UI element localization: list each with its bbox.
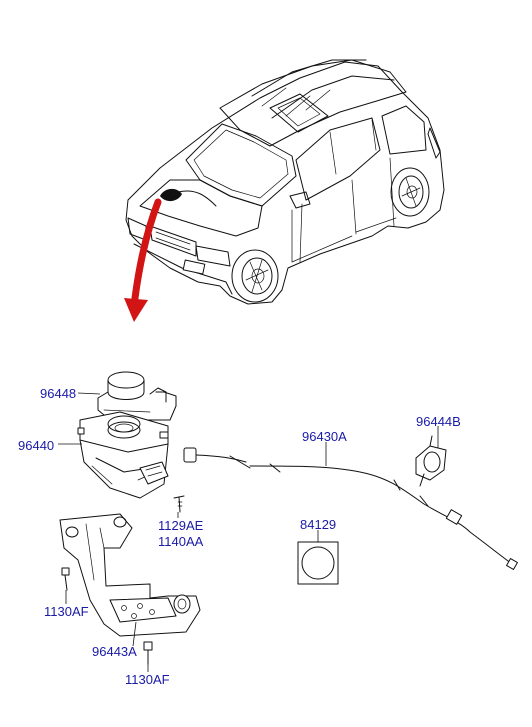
label-screw: 1129AE xyxy=(158,518,204,533)
leader-lines xyxy=(58,392,439,672)
plug-part xyxy=(297,541,339,585)
label-plug: 84129 xyxy=(300,517,336,532)
label-bolt-lower: 1130AF xyxy=(125,672,170,687)
clip-part xyxy=(415,435,447,487)
bracket-part xyxy=(59,513,201,637)
vehicle-illustration xyxy=(125,59,445,305)
label-cable: 96430A xyxy=(302,429,347,444)
label-bolt-upper: 1130AF xyxy=(44,604,89,619)
label-sensor-unit: 96440 xyxy=(18,438,54,453)
screw-part xyxy=(173,495,185,513)
bolt-upper-part xyxy=(61,567,70,591)
sensor-unit-part xyxy=(77,411,169,499)
label-clip: 96444B xyxy=(416,414,461,429)
label-bracket: 96443A xyxy=(92,644,137,659)
horn-cover-part xyxy=(97,371,177,421)
location-arrow xyxy=(124,198,162,322)
bolt-lower-part xyxy=(143,641,153,665)
cable-part xyxy=(183,447,518,570)
label-horn-cover: 96448 xyxy=(40,386,76,401)
label-screw-alt: 1140AA xyxy=(158,534,204,549)
